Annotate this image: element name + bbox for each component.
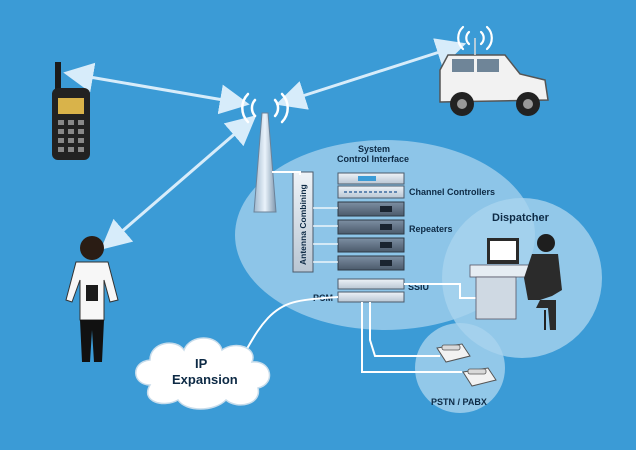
pstn-zone (415, 323, 505, 413)
telephone-icon (436, 343, 497, 387)
repeaters-unit (337, 201, 405, 271)
dispatcher-label: Dispatcher (492, 212, 550, 224)
pstn-pabx-label: PSTN / PABX (431, 397, 487, 407)
handheld-radio-icon (52, 62, 90, 160)
link-ip (239, 296, 339, 361)
link-guard (100, 115, 257, 250)
channel-controllers-unit (337, 185, 405, 199)
ip-expansion-label-2: Expansion (172, 372, 238, 387)
link-pstn-2 (361, 302, 462, 373)
link-radio (63, 62, 250, 115)
channel-controllers-label: Channel Controllers (409, 187, 495, 197)
security-guard-icon (65, 236, 119, 362)
link-dispatcher (404, 283, 485, 299)
ssiu-label: SSIU (408, 282, 429, 292)
vehicle-icon (439, 25, 549, 116)
dispatcher-workstation-icon (469, 234, 562, 330)
link-vehicle (275, 38, 467, 110)
wireless-links (63, 38, 467, 250)
ssiu-unit (337, 278, 405, 290)
wired-links (239, 283, 485, 373)
system-control-interface-label-2: Control Interface (337, 154, 409, 164)
antenna-combining-label: Antenna Combining (298, 184, 308, 265)
antenna-combining-unit: Antenna Combining (292, 171, 314, 273)
system-control-interface-unit (337, 172, 405, 185)
repeaters-label: Repeaters (409, 224, 453, 234)
cloud-icon (135, 337, 271, 410)
link-pstn-1 (369, 302, 440, 357)
system-control-interface-label-1: System (358, 144, 390, 154)
radio-tower-icon (241, 92, 289, 213)
ip-expansion-label-1: IP (195, 356, 208, 371)
pcm-unit (337, 291, 405, 303)
